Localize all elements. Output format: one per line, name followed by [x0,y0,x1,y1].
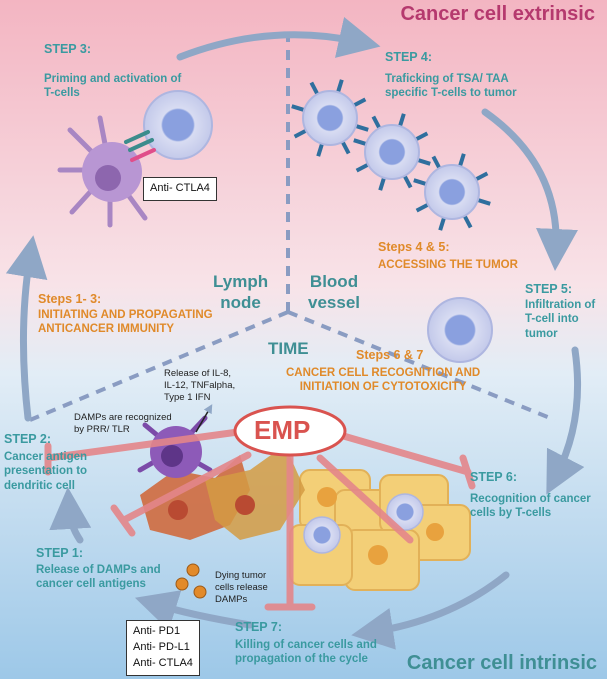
cycle-arrows [5,16,585,650]
phase-recognition-desc: CANCER CELL RECOGNITION AND INITIATION O… [286,367,481,394]
release-arrow [195,404,213,433]
anti-ctla4-box: Anti- CTLA4 [143,177,217,201]
tcell-step5 [427,297,493,363]
step3-desc: Priming and activation of T-cells [44,73,182,100]
extrinsic-title: Cancer cell extrinsic [400,3,595,25]
step6-desc: Recognition of cancer cells by T-cells [470,493,591,520]
lymph-node-label: Lymph node [213,272,269,313]
step4-desc: Traficking of TSA/ TAA specific T-cells … [385,73,517,100]
phase-recognition-head: Steps 6 & 7 [356,348,424,362]
step1-head: STEP 1: [36,546,84,560]
time-label: TIME [268,339,309,358]
step6-head: STEP 6: [470,470,518,484]
step5-desc: Infiltration of T-cell into tumor [525,299,596,340]
emp-label: EMP [254,415,311,445]
step2-desc: Cancer antigen presentation to dendritic… [4,451,88,492]
step5-head: STEP 5: [525,282,573,296]
damps-recognized-annotation: DAMPs are recognized by PRR/ TLR [74,412,172,435]
step7-desc: Killing of cancer cells and propagation … [235,639,377,666]
tcell-traffic-2 [353,113,431,191]
step2-head: STEP 2: [4,432,52,446]
step1-desc: Release of DAMPs and cancer cell antigen… [36,564,161,591]
arrow-step3-to-4 [176,16,381,61]
phase-initiating-desc: INITIATING AND PROPAGATING ANTICANCER IM… [38,309,213,336]
damps [175,563,207,599]
arrow-step7-to-1 [134,590,254,631]
step7-head: STEP 7: [235,620,283,634]
intrinsic-title: Cancer cell intrinsic [406,652,597,674]
phase-initiating-head: Steps 1- 3: [38,292,102,306]
time-dividers [29,32,556,422]
step4-head: STEP 4: [385,50,433,64]
blood-vessel-label: Blood vessel [308,272,360,313]
step3-head: STEP 3: [44,42,92,56]
arrow-step2-to-3 [5,235,48,422]
tcell-step3 [143,90,213,160]
tcell-traffic-1 [291,79,369,157]
arrow-step4-to-5 [481,108,578,271]
phase-accessing-desc: ACCESSING THE TUMOR [378,259,518,271]
dying-cells-annotation: Dying tumor cells release DAMPs [215,570,268,605]
tcell-traffic-3 [413,153,491,231]
dendritic-cell-top [57,115,148,228]
release-annotation: Release of IL-8, IL-12, TNFalpha, Type 1… [164,368,236,403]
emp-ellipse [233,405,347,457]
arrow-step1-to-2 [49,487,92,544]
tcells-in-tumor [303,493,424,554]
tcell-traffic [291,79,491,231]
right-divider [287,310,556,422]
checkpoint-inhibitors-box: Anti- PD1 Anti- PD-L1 Anti- CTLA4 [126,620,200,676]
phase-accessing-head: Steps 4 & 5: [378,240,450,254]
receptor-complex [124,130,156,162]
emp-inhibition [44,428,476,611]
arrow-step6-to-7 [351,571,510,650]
arrow-step5-to-6 [546,346,585,495]
